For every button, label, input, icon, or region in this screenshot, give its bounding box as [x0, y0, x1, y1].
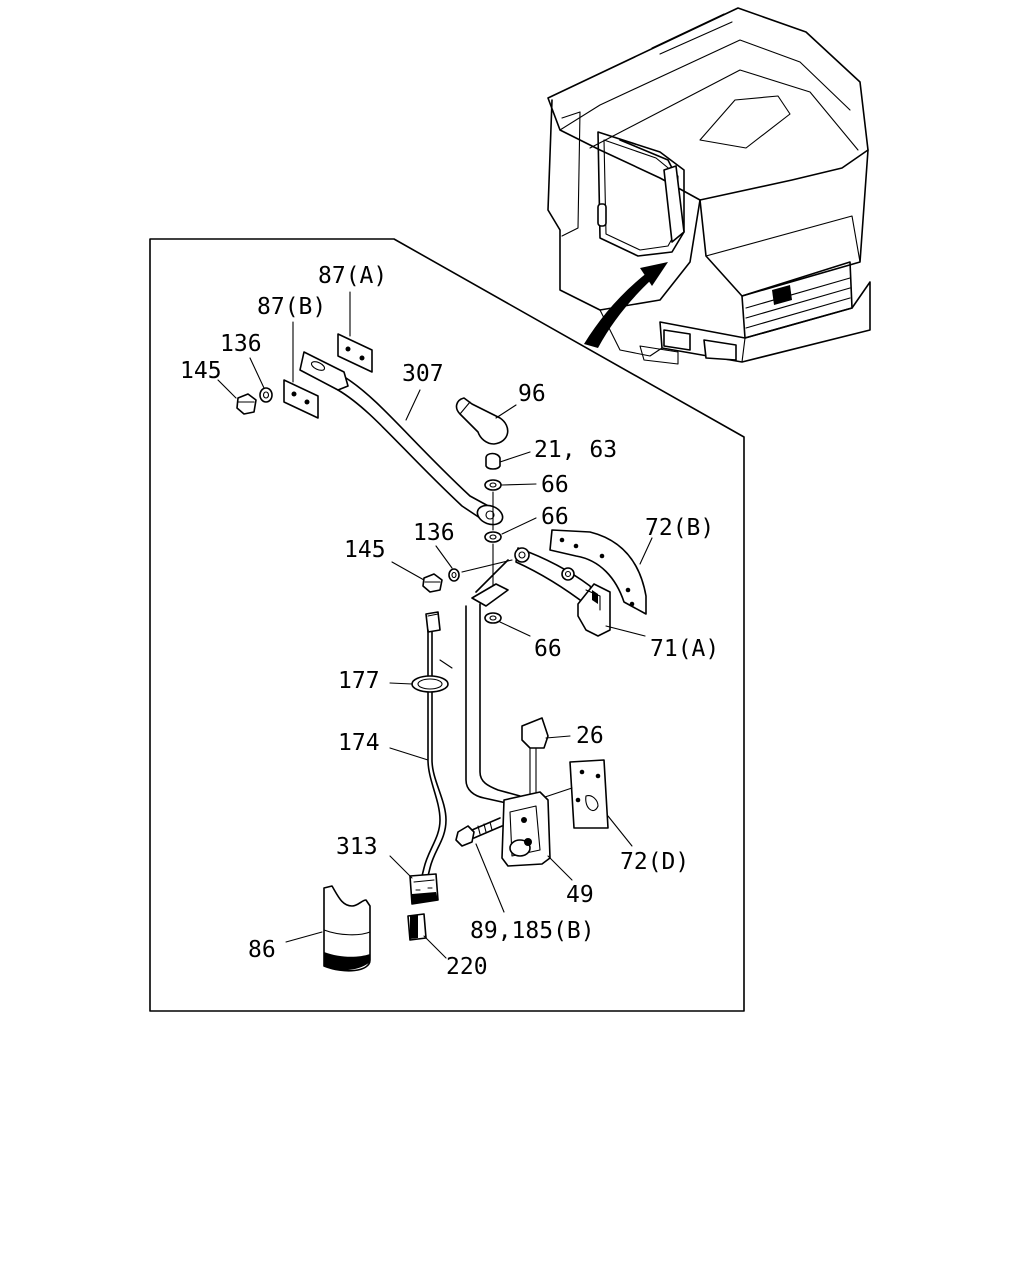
label-66-c: 66	[534, 636, 562, 662]
label-86: 86	[248, 937, 276, 963]
part-89185b-bolt	[455, 817, 503, 847]
part-136-washer-lower	[448, 568, 460, 582]
part-71a-bracket	[577, 583, 611, 637]
label-72d: 72(D)	[620, 849, 689, 875]
part-72d-plate	[569, 759, 609, 829]
label-49: 49	[566, 882, 594, 908]
leader-lines	[217, 291, 653, 959]
label-72b: 72(B)	[645, 515, 714, 541]
part-lower-stay	[465, 547, 597, 807]
label-136-lower: 136	[413, 520, 455, 546]
part-145-nut-lower	[422, 573, 443, 593]
label-87a: 87(A)	[318, 263, 387, 289]
label-307: 307	[402, 361, 444, 387]
label-66-a: 66	[541, 472, 569, 498]
part-26-clip	[521, 717, 549, 801]
detail-frame	[149, 238, 745, 1012]
label-89185b: 89,185(B)	[470, 918, 595, 944]
part-96-bulb	[455, 397, 509, 445]
part-136-washer-upper	[259, 387, 273, 403]
part-313-connector	[409, 873, 439, 905]
label-174: 174	[338, 730, 380, 756]
label-177: 177	[338, 668, 380, 694]
label-313: 313	[336, 834, 378, 860]
part-72b-plate	[549, 529, 647, 615]
part-49-base-bracket	[501, 791, 551, 867]
part-66-washers	[484, 479, 502, 624]
label-145-upper: 145	[180, 358, 222, 384]
part-86-cover	[323, 885, 371, 972]
part-2163-nut	[485, 452, 501, 470]
part-174-harness	[421, 611, 453, 877]
label-71a: 71(A)	[650, 636, 719, 662]
label-96: 96	[518, 381, 546, 407]
label-220: 220	[446, 954, 488, 980]
part-220-clip	[407, 913, 427, 941]
label-145-lower: 145	[344, 537, 386, 563]
label-136-upper: 136	[220, 331, 262, 357]
label-87b: 87(B)	[257, 294, 326, 320]
part-145-nut-upper	[236, 393, 257, 415]
part-307-upper-stay	[299, 351, 504, 526]
label-2163: 21, 63	[534, 437, 617, 463]
part-87a-pad	[337, 333, 373, 373]
label-66-b: 66	[541, 504, 569, 530]
label-26: 26	[576, 723, 604, 749]
truck-cab-illustration	[547, 7, 871, 365]
part-177-clip	[411, 675, 449, 693]
part-87b-pad	[283, 379, 319, 419]
